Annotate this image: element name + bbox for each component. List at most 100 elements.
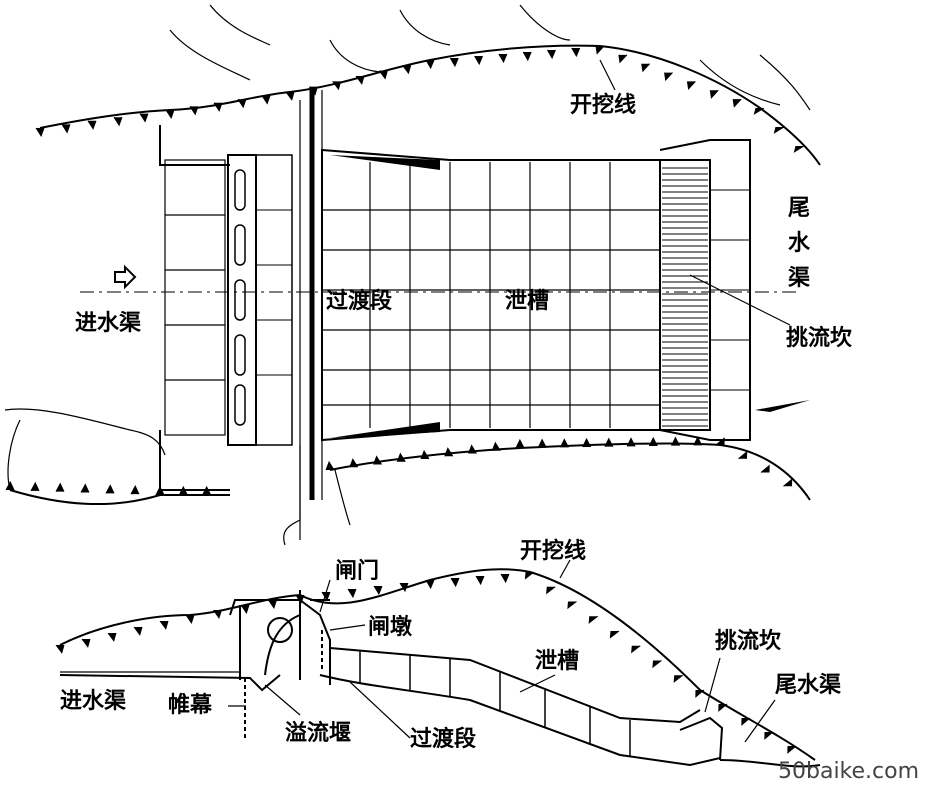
- hatch-tick: [787, 745, 797, 754]
- hatch-tick: [133, 626, 143, 636]
- hatch-tick: [420, 449, 430, 460]
- tailwater-leader: [744, 699, 776, 743]
- hatch-tick: [741, 717, 751, 726]
- plan-tailwater-label-1: 尾: [788, 196, 810, 221]
- flip-bucket-leader: [689, 274, 791, 326]
- plan-lower-left-ground: [4, 408, 166, 491]
- hatch-tick: [686, 81, 696, 90]
- hatch-tick: [522, 51, 532, 62]
- profile-chute-joints: [359, 650, 631, 757]
- hatch-tick: [773, 126, 785, 134]
- watermark: 50baike.com: [778, 759, 919, 784]
- hatch-tick: [582, 437, 592, 448]
- bucket-leader: [704, 657, 721, 713]
- plan-chute-slabs: [321, 148, 661, 442]
- hatch-tick: [185, 614, 195, 624]
- profile-tailwater-bed: [719, 759, 821, 768]
- weir-leader: [264, 684, 301, 716]
- hatch-tick: [165, 109, 175, 120]
- hatch-tick: [631, 645, 641, 654]
- profile-view: 开挖线 闸门 闸墩 泄槽 挑流坎 尾水渠 进水渠 帷幕 溢流堰 过渡段: [55, 538, 841, 768]
- hatch-tick: [595, 45, 605, 55]
- profile-excavation-label: 开挖线: [520, 538, 586, 564]
- profile-gate-label: 闸门: [335, 558, 379, 584]
- hatch-tick: [449, 57, 459, 68]
- hatch-tick: [588, 615, 599, 624]
- hatch-tick: [399, 582, 409, 593]
- hatch-tick: [641, 63, 651, 73]
- flow-arrow-icon: [114, 264, 137, 290]
- plan-view: 开挖线 尾 水 渠 挑流坎 进水渠 过渡段 泄槽: [4, 4, 852, 546]
- pier-leader: [329, 624, 366, 631]
- hatch-tick: [546, 586, 556, 595]
- hatch-tick: [524, 571, 535, 580]
- hatch-tick: [325, 460, 335, 471]
- hatch-tick: [626, 437, 636, 447]
- plan-hill-contours: [169, 4, 811, 111]
- hatch-tick: [347, 588, 357, 599]
- hatch-tick: [349, 458, 359, 468]
- hatch-tick: [81, 638, 91, 648]
- plan-upper-hatch-ticks: [35, 45, 805, 153]
- hatch-tick: [648, 436, 658, 447]
- hatch-tick: [61, 124, 71, 134]
- hatch-tick: [80, 483, 90, 493]
- profile-flip-bucket: [679, 716, 724, 761]
- hatch-tick: [237, 98, 247, 109]
- plan-flip-bucket-label: 挑流坎: [786, 325, 852, 351]
- hatch-tick: [609, 630, 620, 639]
- hatch-tick: [444, 447, 454, 457]
- plan-upper-excavation-line: [39, 44, 821, 166]
- hatch-tick: [500, 573, 510, 584]
- plan-excavation-label: 开挖线: [570, 92, 636, 118]
- transition-leader: [349, 681, 411, 739]
- hatch-tick: [189, 106, 199, 116]
- hatch-tick: [764, 731, 774, 740]
- hatch-tick: [571, 47, 581, 58]
- profile-chute-floor: [319, 674, 721, 767]
- hatch-tick: [753, 107, 765, 115]
- hatch-tick: [491, 441, 501, 452]
- plan-transition-label: 过渡段: [326, 288, 392, 314]
- plan-flip-bucket: [659, 139, 810, 441]
- hatch-tick: [425, 59, 435, 70]
- hatch-tick: [402, 65, 412, 75]
- plan-weir-gates: [227, 90, 351, 546]
- hatch-tick: [604, 437, 614, 447]
- profile-weir-label: 溢流堰: [285, 720, 351, 746]
- hatch-tick: [498, 53, 508, 64]
- hatch-tick: [695, 689, 705, 698]
- hatch-tick: [475, 575, 485, 586]
- profile-inlet-bed: [59, 674, 281, 692]
- hatch-tick: [87, 120, 97, 130]
- hatch-tick: [130, 485, 140, 495]
- hatch-tick: [450, 577, 460, 588]
- hatch-tick: [709, 89, 719, 99]
- plan-inlet-label: 进水渠: [75, 310, 141, 336]
- excavation-leader-top: [599, 59, 616, 91]
- hatch-tick: [139, 113, 149, 123]
- profile-flip-bucket-label: 挑流坎: [715, 628, 781, 654]
- hatch-tick: [468, 444, 477, 454]
- chute-leader: [519, 674, 556, 693]
- hatch-tick: [671, 436, 681, 446]
- plan-tailwater-label-2: 水: [788, 231, 811, 256]
- hatch-tick: [159, 620, 169, 630]
- profile-chute-label: 泄槽: [535, 649, 579, 674]
- hatch-tick: [664, 72, 673, 82]
- profile-curtain-label: 帷幕: [168, 693, 213, 718]
- hatch-tick: [55, 644, 65, 654]
- hatch-tick: [5, 480, 15, 491]
- hatch-tick: [673, 674, 684, 683]
- hatch-tick: [213, 102, 223, 112]
- profile-chute-top: [329, 647, 701, 724]
- hatch-tick: [793, 145, 805, 153]
- profile-excavation-line: [59, 568, 816, 761]
- hatch-tick: [537, 438, 547, 448]
- hatch-tick: [559, 438, 569, 448]
- hatch-tick: [373, 585, 383, 596]
- hatch-tick: [261, 95, 271, 105]
- hatch-tick: [567, 601, 577, 610]
- hatch-tick: [105, 484, 115, 494]
